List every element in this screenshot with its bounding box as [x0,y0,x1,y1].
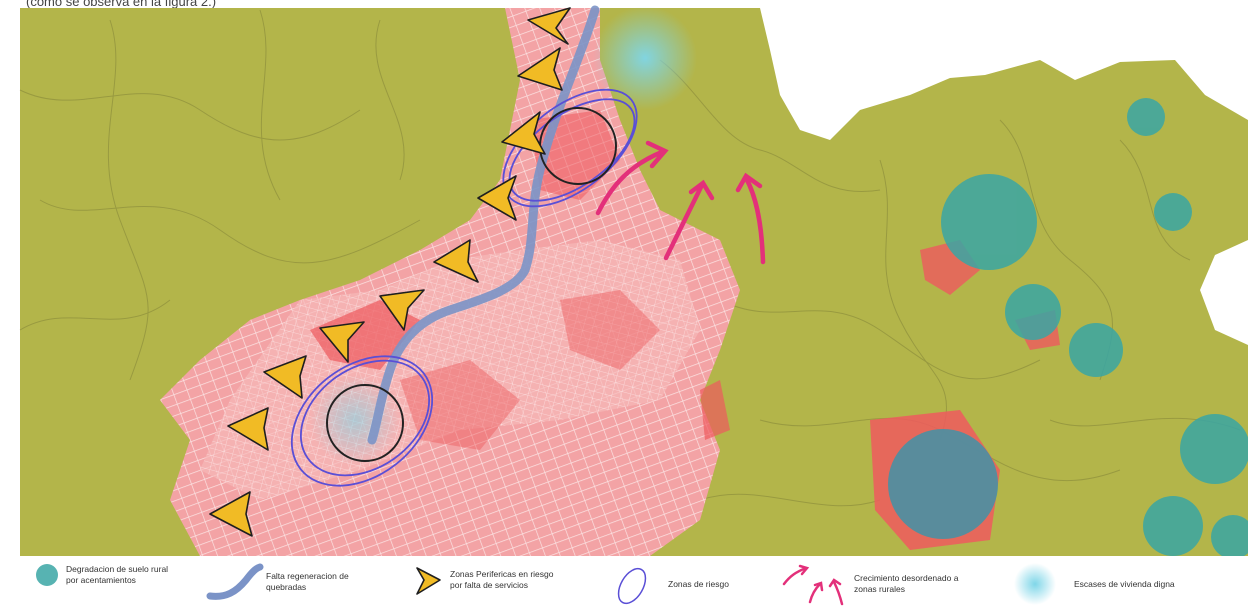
legend-label-creek: Falta regeneracion de quebradas [266,571,349,592]
map-legend: Degradacion de suelo rural por acentamie… [0,556,1248,610]
degradation-circle [1069,323,1123,377]
legend-label-periphery: Zonas Perifericas en riesgo por falta de… [450,569,554,590]
legend-label-risk: Zonas de riesgo [668,578,729,589]
legend-item-growth: Crecimiento desordenado a zonas rurales [780,562,958,606]
periphery-markers [209,7,571,537]
yellow-arrowhead-icon [416,567,441,595]
map-caption: (como se observa en la figura 2.) [26,0,217,9]
teal-circle-icon [36,564,58,586]
degradation-circle [1127,98,1165,136]
legend-label-degradation: Degradacion de suelo rural por acentamie… [66,564,169,585]
legend-item-risk: Zonas de riesgo [612,562,729,606]
degradation-circle [1211,515,1248,556]
pink-arrows-icon [782,564,844,606]
degradation-circle [1005,284,1061,340]
legend-item-periphery: Zonas Perifericas en riesgo por falta de… [414,562,553,598]
blue-stroke-icon [206,563,264,600]
growth-arrows [595,140,766,265]
purple-ellipse-icon [617,567,647,605]
legend-label-growth: Crecimiento desordenado a zonas rurales [854,573,959,594]
legend-item-degradation: Degradacion de suelo rural por acentamie… [34,562,168,588]
degradation-circles [888,98,1248,556]
degradation-circle [941,174,1037,270]
cyan-glow-icon [1014,563,1056,605]
urban-rural-map [19,5,1248,556]
legend-item-housing: Escases de vivienda digna [1010,562,1175,606]
legend-label-housing: Escases de vivienda digna [1074,578,1175,589]
risk-zones [290,88,638,487]
degradation-circle [1143,496,1203,556]
housing-glow [593,6,697,110]
degradation-circle [888,429,998,539]
legend-item-creek: Falta regeneracion de quebradas [206,562,349,602]
degradation-circle [1154,193,1192,231]
degradation-circle [1180,414,1248,484]
